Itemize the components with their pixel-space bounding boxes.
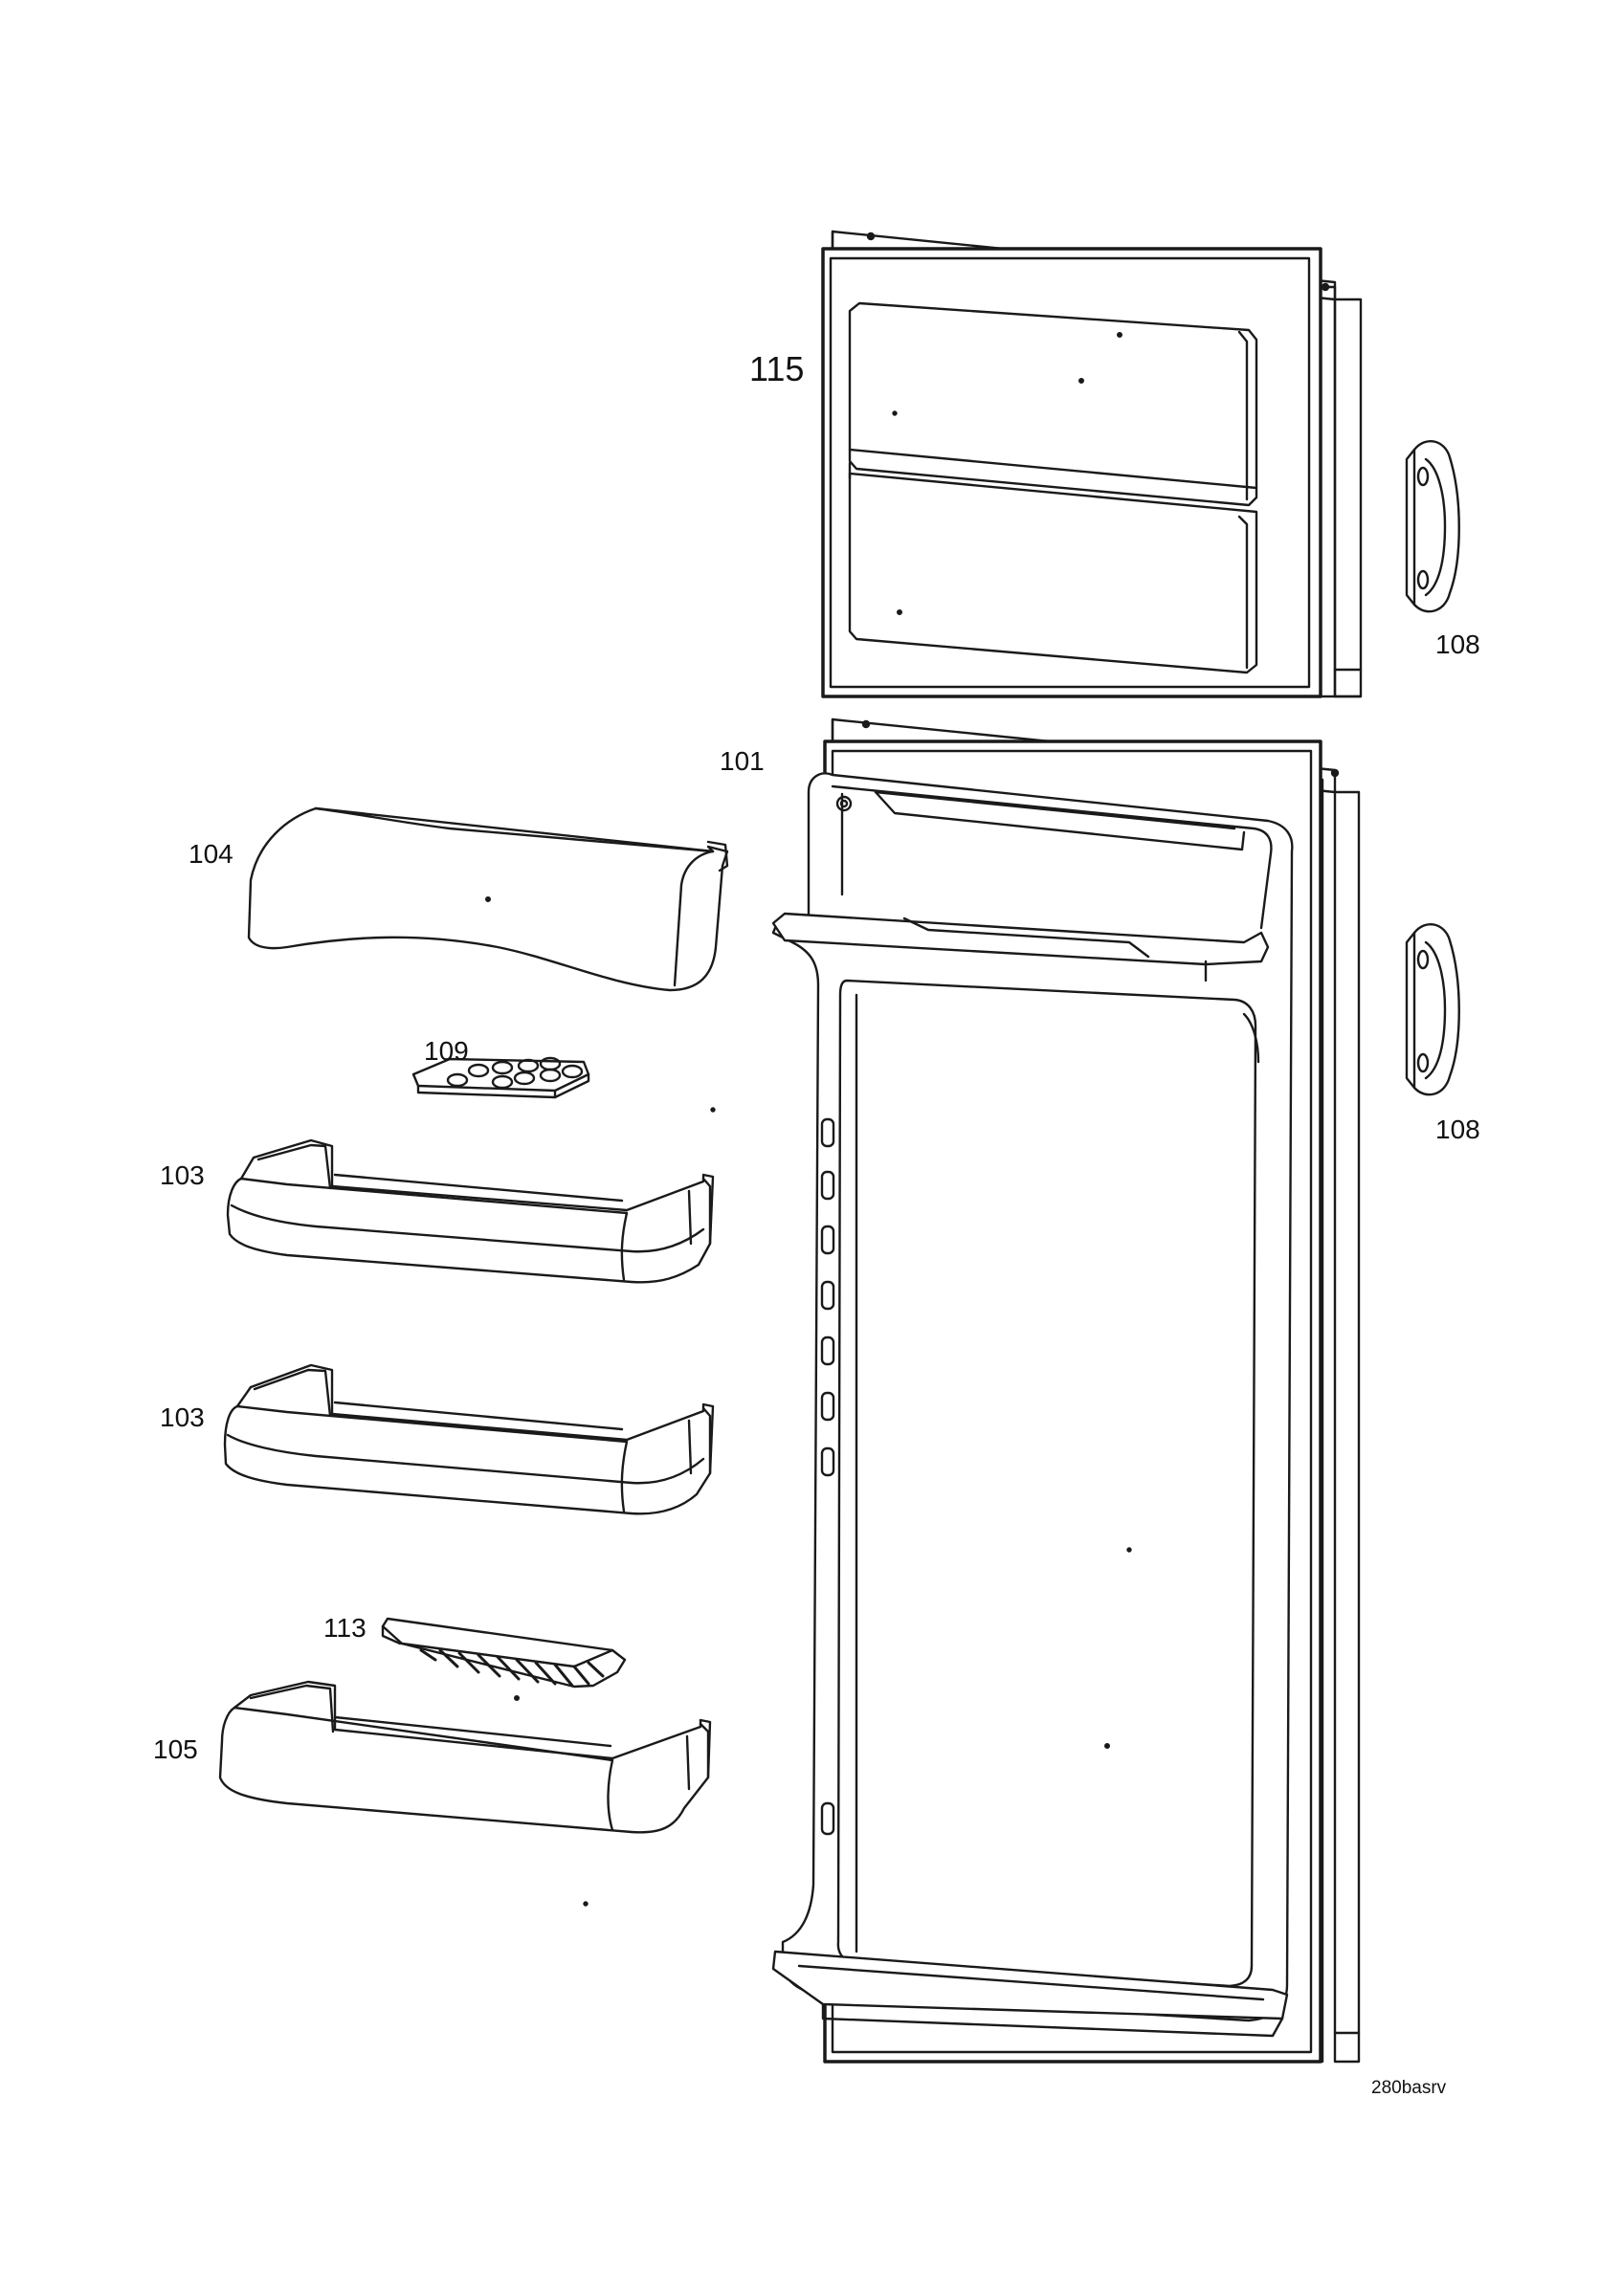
door-shelf-upper	[228, 1140, 713, 1282]
label-main-door: 101	[720, 746, 765, 776]
handle-lower	[1407, 924, 1459, 1094]
label-butter-cover: 104	[189, 839, 233, 869]
handle-upper	[1407, 441, 1459, 611]
door-shelf-middle	[225, 1365, 713, 1513]
label-shelf-middle: 103	[160, 1402, 205, 1432]
egg-tray	[413, 1058, 589, 1097]
label-bottle-shelf: 105	[153, 1734, 198, 1764]
label-freezer-door: 115	[749, 349, 805, 388]
butter-cover	[249, 808, 727, 990]
label-egg-tray: 109	[424, 1036, 469, 1066]
label-bottle-retainer: 113	[323, 1613, 367, 1643]
bottle-retainer	[383, 1619, 625, 1701]
bottle-shelf	[220, 1682, 710, 1832]
freezer-door	[823, 232, 1361, 696]
main-door	[773, 719, 1359, 2062]
label-shelf-upper: 103	[160, 1160, 205, 1190]
drawing-code: 280basrv	[1371, 2078, 1447, 2098]
label-handle-top: 108	[1435, 629, 1480, 659]
label-handle-bottom: 108	[1435, 1115, 1480, 1144]
